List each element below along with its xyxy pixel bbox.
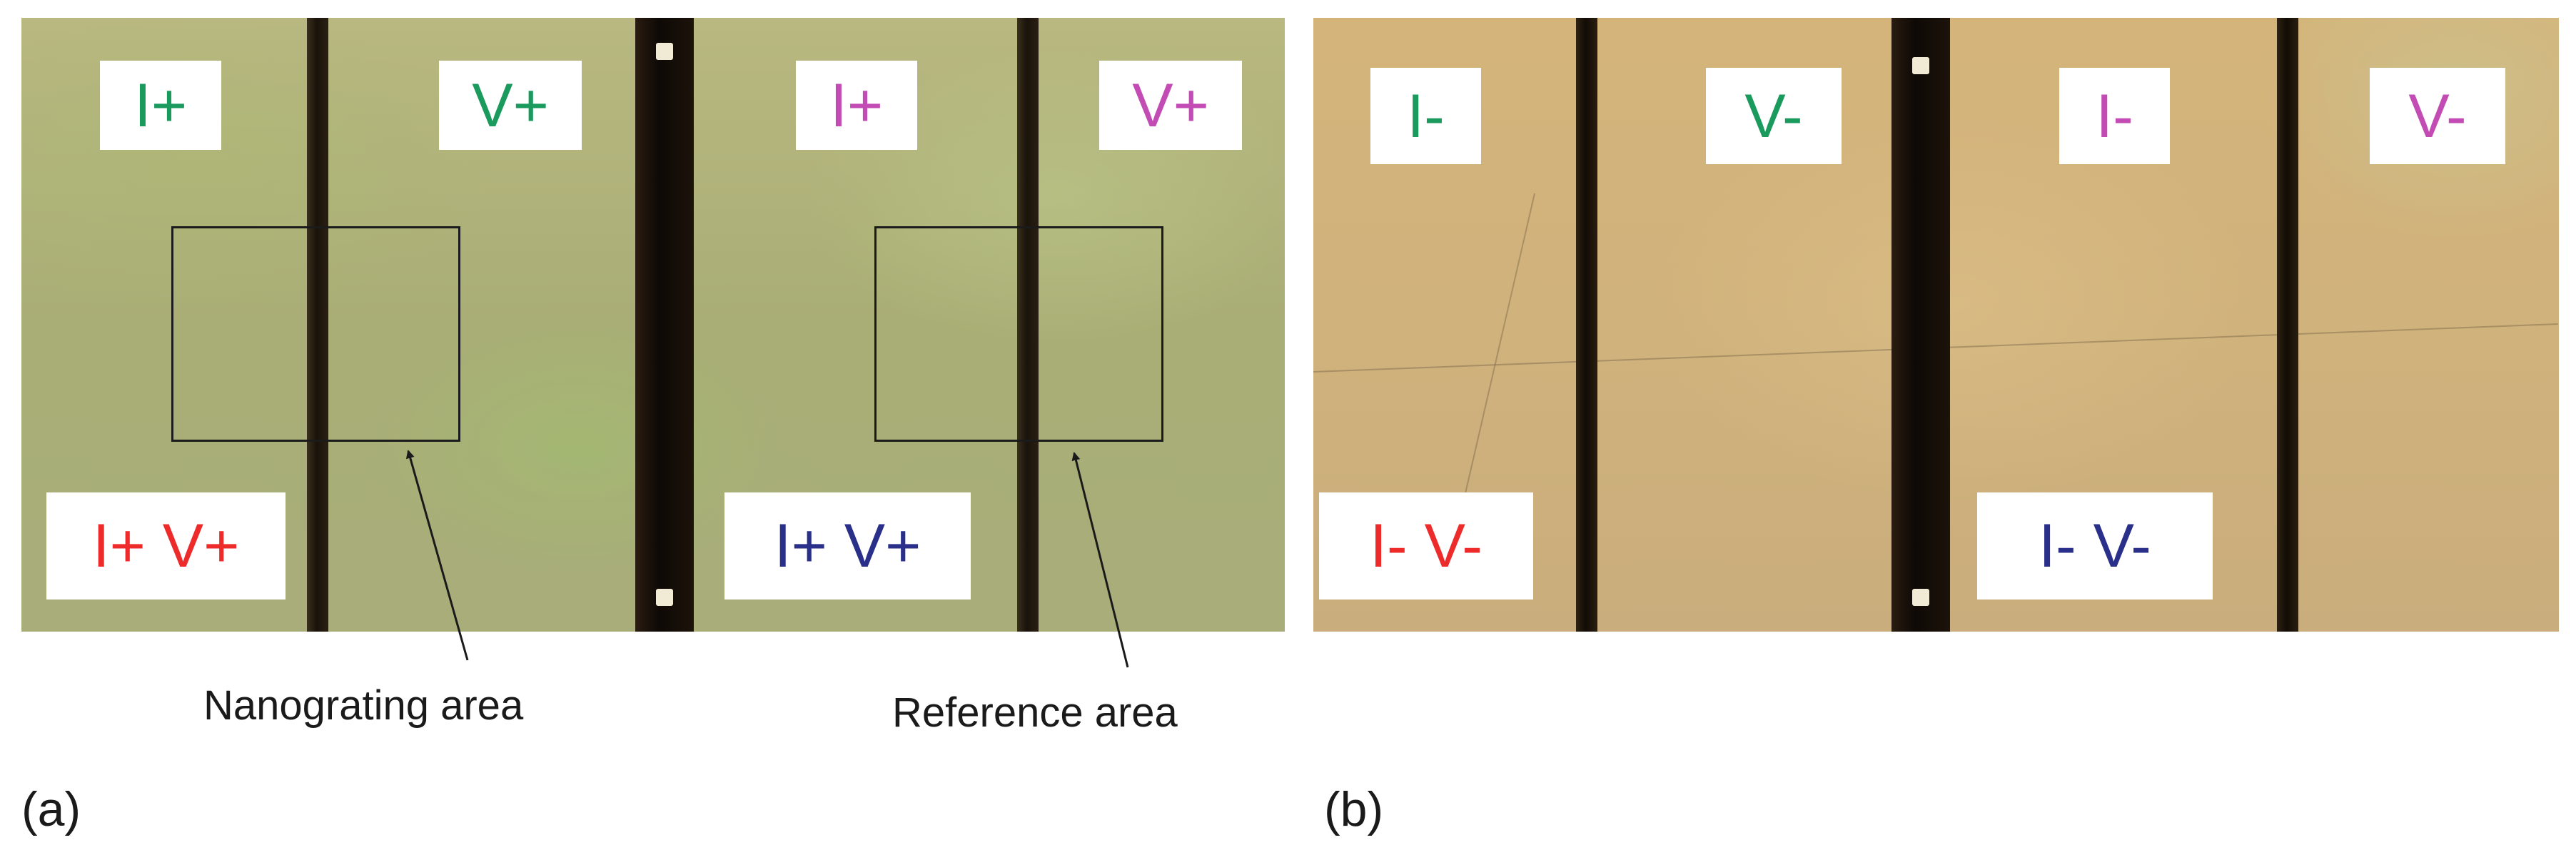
reference-area-caption: Reference area (892, 689, 1178, 736)
electrode-gap-line (1017, 18, 1039, 632)
label-reference-pair-minus: I- V- (1977, 492, 2213, 600)
label-reference-i-plus: I+ (796, 61, 917, 150)
electrode-separator-bar (635, 18, 694, 632)
reference-area-box (874, 226, 1163, 442)
panel-letter-a: (a) (21, 782, 81, 836)
contact-pad (656, 43, 673, 60)
label-nanograting-pair-minus: I- V- (1319, 492, 1533, 600)
label-nanograting-i-plus: I+ (100, 61, 221, 150)
label-reference-v-minus: V- (2370, 68, 2505, 164)
panel-letter-b: (b) (1324, 782, 1384, 836)
label-nanograting-v-minus: V- (1706, 68, 1842, 164)
contact-pad (1912, 57, 1929, 74)
contact-pad (1912, 589, 1929, 606)
nanograting-area-caption: Nanograting area (203, 682, 524, 729)
electrode-gap-line (307, 18, 328, 632)
label-reference-i-minus: I- (2059, 68, 2170, 164)
electrode-separator-bar (1891, 18, 1950, 632)
label-nanograting-v-plus: V+ (439, 61, 582, 150)
micrograph-panel-b: I- V- I- V- I- V- I- V- (1313, 18, 2559, 632)
label-reference-v-plus: V+ (1099, 61, 1242, 150)
label-nanograting-i-minus: I- (1370, 68, 1481, 164)
label-reference-pair-plus: I+ V+ (724, 492, 971, 600)
electrode-gap-line (1576, 18, 1597, 632)
nanograting-arrow (405, 450, 469, 661)
reference-arrow (1071, 452, 1129, 668)
label-nanograting-pair-plus: I+ V+ (46, 492, 286, 600)
micrograph-panel-a: I+ V+ I+ V+ I+ V+ I+ V+ (21, 18, 1285, 632)
nanograting-area-box (171, 226, 460, 442)
contact-pad (656, 589, 673, 606)
electrode-gap-line (2277, 18, 2298, 632)
